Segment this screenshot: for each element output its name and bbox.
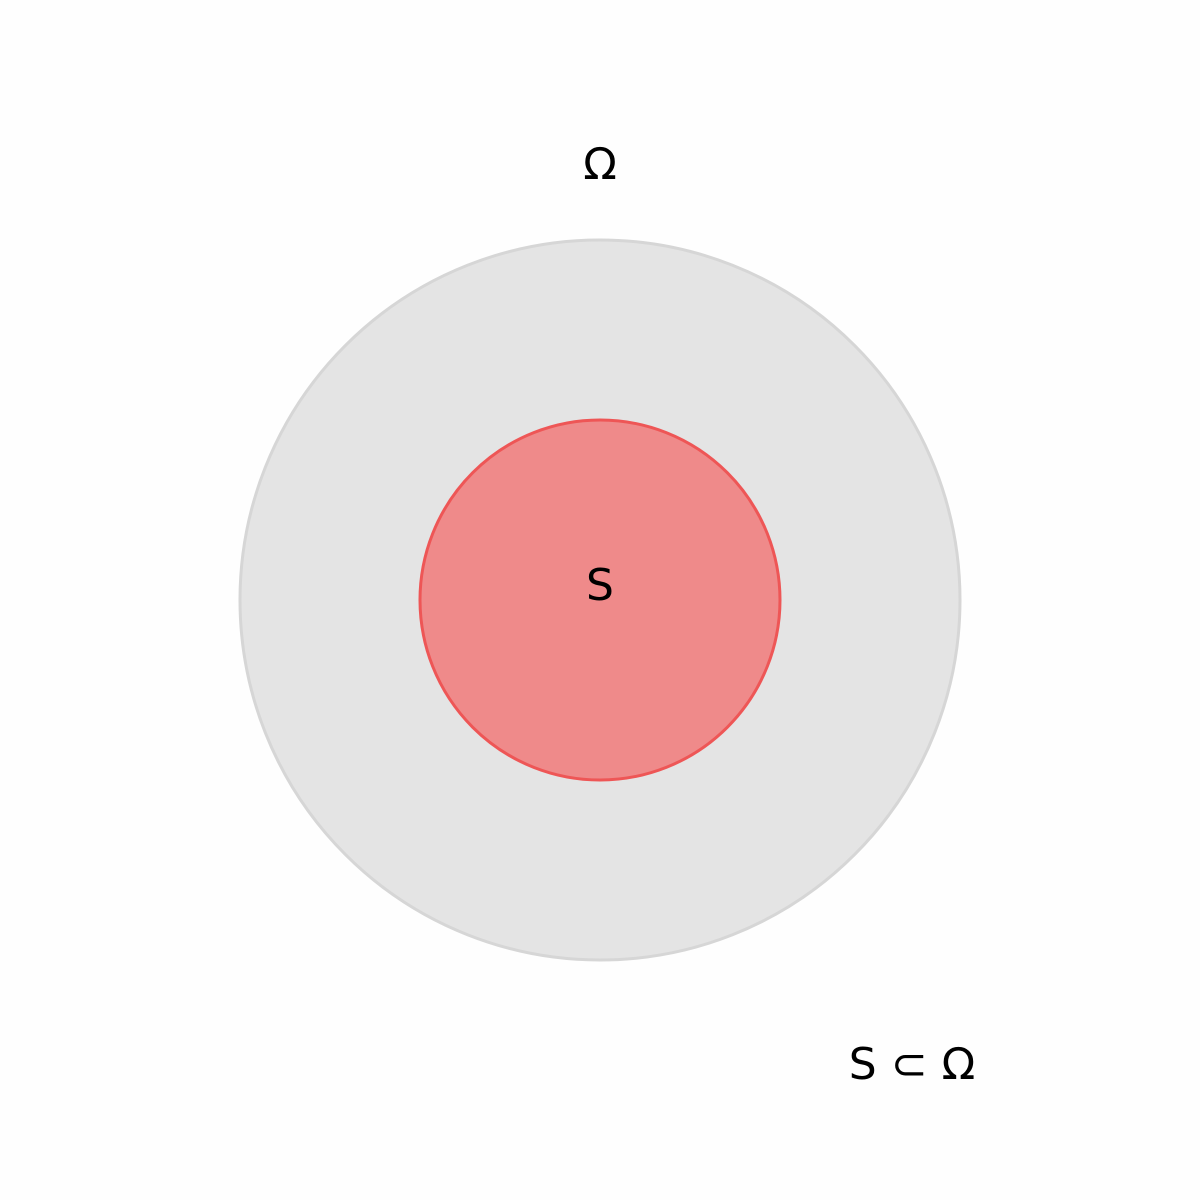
subset-circle — [418, 418, 782, 782]
subset-label: S — [586, 560, 614, 611]
relation-label: S ⊂ Ω — [849, 1039, 975, 1090]
universe-label: Ω — [583, 139, 617, 190]
